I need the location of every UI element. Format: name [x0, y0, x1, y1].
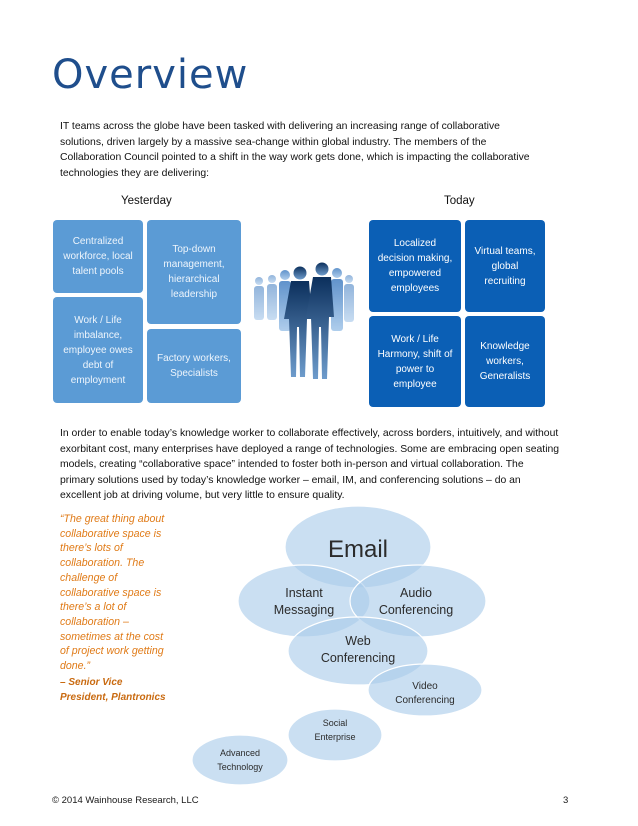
- venn-label-video-conferencing: Conferencing: [395, 695, 454, 706]
- pull-quote: “The great thing about collaborative spa…: [60, 513, 165, 673]
- venn-label-audio: Audio: [400, 586, 432, 600]
- venn-label-email: Email: [328, 536, 388, 563]
- page-title: Overview: [52, 52, 249, 98]
- today-box-knowledge: Knowledge workers, Generalists: [465, 316, 545, 407]
- venn-label-technology: Technology: [217, 762, 263, 772]
- yesterday-box-label: Work / Life imbalance, employee owes deb…: [63, 314, 133, 386]
- venn-label-advanced: Advanced: [220, 748, 260, 758]
- venn-label-web: Web: [345, 634, 371, 648]
- yesterday-box-label: Factory workers, Specialists: [157, 353, 231, 379]
- business-people-icon: [254, 262, 354, 379]
- today-heading: Today: [444, 195, 475, 207]
- venn-circle-video-conferencing: [367, 663, 483, 717]
- yesterday-box-centralized: Centralized workforce, local talent pool…: [53, 220, 143, 293]
- footer-copyright: © 2014 Wainhouse Research, LLC: [52, 795, 199, 806]
- venn-label-enterprise: Enterprise: [314, 732, 355, 742]
- today-box-label: Localized decision making, empowered emp…: [377, 238, 453, 294]
- today-box-localized: Localized decision making, empowered emp…: [369, 220, 461, 312]
- venn-label-instant: Instant: [285, 586, 323, 600]
- venn-circle-advanced-technology: [191, 734, 289, 786]
- venn-label-web-conferencing: Conferencing: [321, 651, 395, 665]
- yesterday-box-label: Top-down management, hierarchical leader…: [163, 244, 225, 300]
- today-box-label: Knowledge workers, Generalists: [479, 341, 531, 382]
- body-paragraph: In order to enable today’s knowledge wor…: [60, 428, 560, 501]
- today-box-work-life-harmony: Work / Life Harmony, shift of power to e…: [369, 316, 461, 407]
- today-box-label: Work / Life Harmony, shift of power to e…: [377, 333, 453, 390]
- yesterday-heading: Yesterday: [121, 195, 172, 207]
- yesterday-box-work-life: Work / Life imbalance, employee owes deb…: [53, 297, 143, 403]
- venn-label-audio-conferencing: Conferencing: [379, 603, 453, 617]
- intro-paragraph: IT teams across the globe have been task…: [60, 121, 530, 179]
- venn-label-messaging: Messaging: [274, 603, 334, 617]
- yesterday-box-label: Centralized workforce, local talent pool…: [63, 236, 133, 277]
- quote-attribution: – Senior Vice President, Plantronics: [60, 677, 166, 703]
- venn-label-video: Video: [412, 681, 438, 692]
- footer-page-number: 3: [563, 795, 569, 806]
- venn-circle-social-enterprise: [287, 708, 383, 762]
- yesterday-box-factory: Factory workers, Specialists: [147, 329, 241, 403]
- yesterday-box-top-down: Top-down management, hierarchical leader…: [147, 220, 241, 324]
- today-box-label: Virtual teams, global recruiting: [474, 245, 536, 287]
- venn-label-social: Social: [323, 718, 348, 728]
- today-box-virtual: Virtual teams, global recruiting: [465, 220, 545, 312]
